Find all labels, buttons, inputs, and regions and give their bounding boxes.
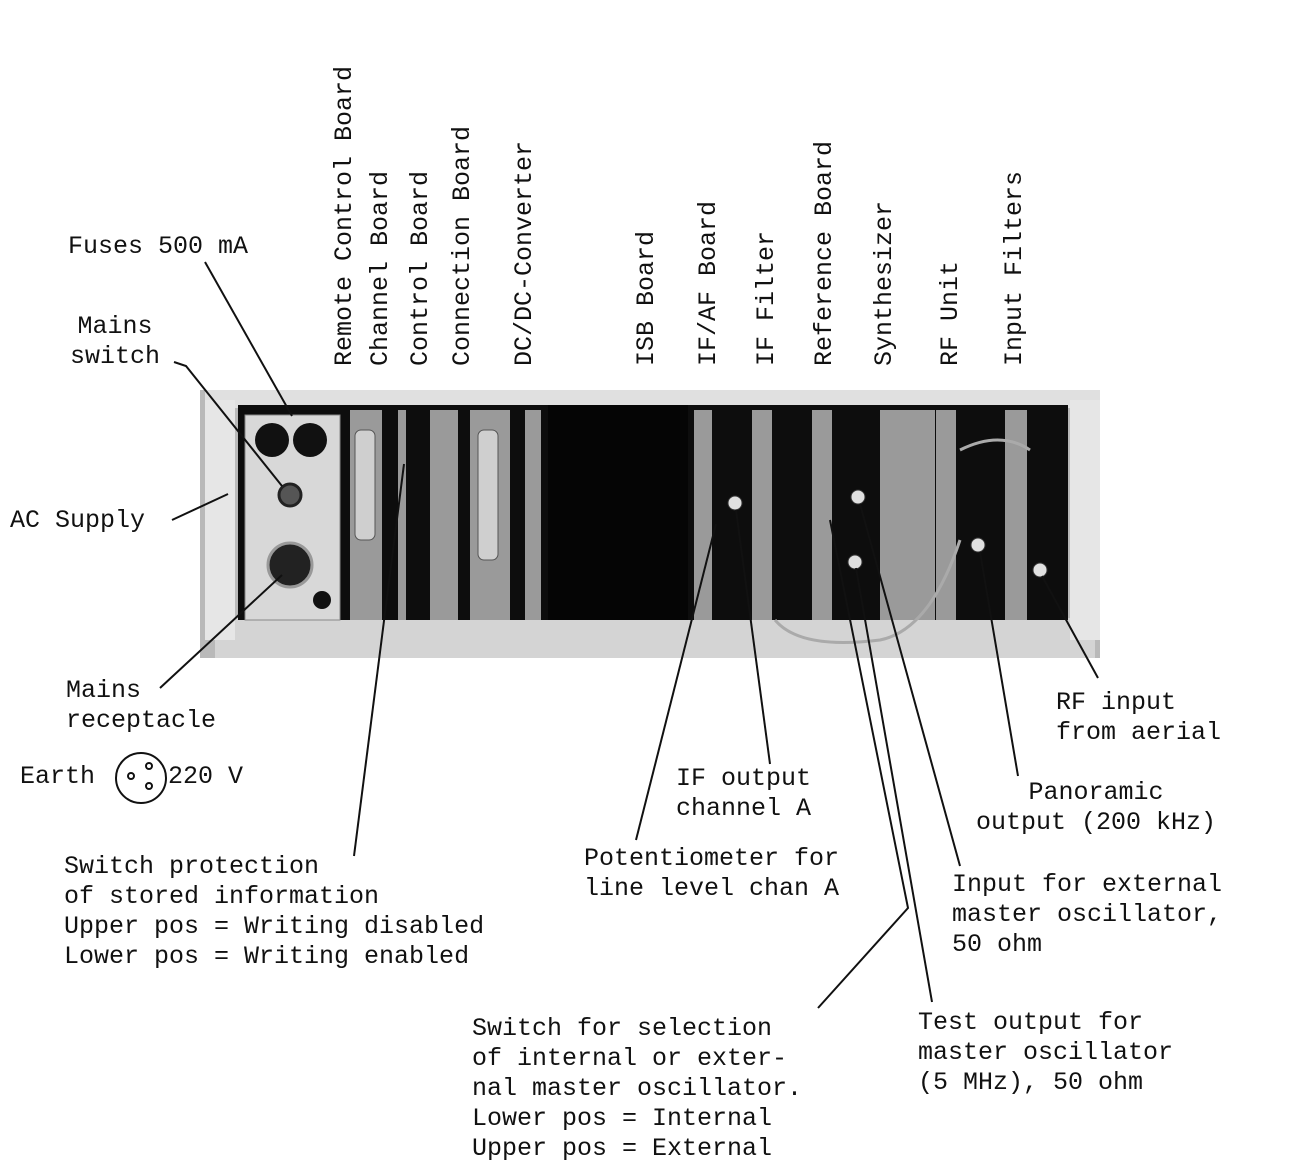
leader-input-external bbox=[860, 504, 960, 866]
leader-potentiometer bbox=[636, 524, 716, 840]
leader-mains-receptacle bbox=[160, 575, 282, 688]
leader-switch-protection bbox=[354, 464, 404, 856]
leader-panoramic bbox=[980, 552, 1018, 776]
leader-if-output bbox=[736, 510, 770, 764]
leader-rf-input bbox=[1042, 576, 1098, 678]
leader-fuses bbox=[205, 262, 292, 416]
leader-mains-switch bbox=[174, 362, 282, 486]
leader-test-output bbox=[856, 568, 932, 1002]
leader-switch-selection bbox=[818, 520, 908, 1008]
leader-ac-supply bbox=[172, 494, 228, 520]
